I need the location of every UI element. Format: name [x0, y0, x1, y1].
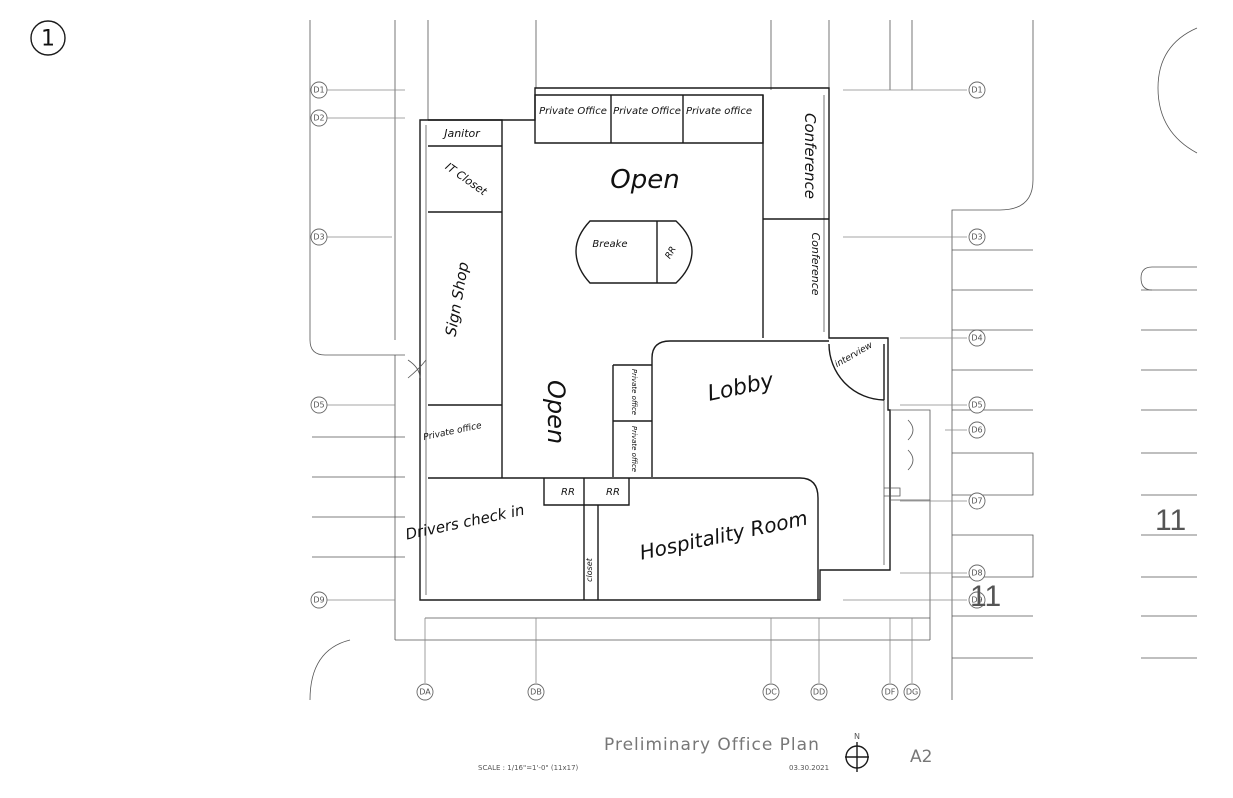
room-private-office-1: Private Office: [539, 106, 607, 117]
grid-bubble-d4-right: D4: [968, 329, 986, 347]
svg-text:DG: DG: [906, 688, 918, 697]
svg-text:DF: DF: [885, 688, 896, 697]
svg-text:DD: DD: [813, 688, 825, 697]
svg-text:D9: D9: [971, 596, 982, 605]
room-breakroom: Breake: [592, 239, 627, 250]
grid-bubble-db: DB: [527, 683, 545, 701]
grid-bubble-d6-right: D6: [968, 421, 986, 439]
room-conference-1: Conference: [801, 113, 819, 199]
grid-bubble-d9-right: D9: [968, 591, 986, 609]
room-conference-2: Conference: [809, 232, 822, 295]
parking-number-right: 11: [1155, 504, 1186, 537]
room-closet: closet: [585, 557, 594, 582]
svg-text:D8: D8: [971, 569, 982, 578]
svg-text:DB: DB: [530, 688, 542, 697]
svg-text:D3: D3: [313, 233, 324, 242]
svg-text:D1: D1: [971, 86, 982, 95]
grid-bubble-d5-right: D5: [968, 396, 986, 414]
grid-bubble-d8-right: D8: [968, 564, 986, 582]
svg-text:D9: D9: [313, 596, 324, 605]
svg-text:DC: DC: [765, 688, 777, 697]
svg-text:D7: D7: [971, 497, 982, 506]
grid-bubble-d1-right: D1: [968, 81, 986, 99]
sheet-number: A2: [910, 747, 932, 767]
room-drivers-check-in: Drivers check in: [404, 501, 526, 544]
room-interview: interview: [833, 340, 875, 370]
room-open-top: Open: [610, 165, 679, 195]
room-private-office-small-2: Private office: [630, 426, 638, 472]
scale-note: SCALE : 1/16"=1'-0" (11x17): [478, 764, 579, 772]
room-private-office-left: Private office: [422, 421, 483, 443]
title-block: Preliminary Office Plan SCALE : 1/16"=1'…: [478, 732, 932, 772]
room-it-closet: IT Closet: [443, 160, 490, 198]
grid-bubbles: D1 D2 D3 D5 D9 D1 D3 D4 D5 D6 D7 D8 D9 D…: [310, 81, 986, 701]
room-lobby: Lobby: [705, 368, 776, 407]
room-restroom-2: RR: [606, 487, 620, 498]
svg-text:N: N: [854, 732, 860, 741]
grid-bubble-dd: DD: [810, 683, 828, 701]
grid-bubble-d5-left: D5: [310, 396, 328, 414]
svg-text:D1: D1: [313, 86, 324, 95]
svg-text:D3: D3: [971, 233, 982, 242]
parking-number-bottom: 11: [970, 580, 1001, 613]
room-restroom-1: RR: [561, 487, 575, 498]
grid-bubble-d3-right: D3: [968, 228, 986, 246]
svg-text:D4: D4: [971, 334, 982, 343]
room-private-office-small-1: Private office: [630, 369, 638, 415]
grid-bubble-d1-left: D1: [310, 81, 328, 99]
grid-bubble-d7-right: D7: [968, 492, 986, 510]
north-arrow-icon: N: [845, 732, 869, 772]
room-hospitality: Hospitality Room: [637, 506, 809, 565]
grid-bubble-dg: DG: [903, 683, 921, 701]
drawing-number-marker: 1: [30, 20, 66, 56]
room-breakroom-rr: RR: [664, 245, 679, 261]
grid-bubble-da: DA: [416, 683, 434, 701]
grid-bubble-d3-left: D3: [310, 228, 328, 246]
building-walls: [407, 87, 931, 601]
svg-text:D5: D5: [313, 401, 324, 410]
grid-bubble-d2-left: D2: [310, 109, 328, 127]
room-private-office-2: Private Office: [613, 106, 681, 117]
room-private-office-3: Private office: [686, 106, 752, 117]
svg-text:D6: D6: [971, 426, 982, 435]
svg-text:D5: D5: [971, 401, 982, 410]
site-context: [309, 20, 1198, 701]
drawing-number: 1: [41, 27, 55, 52]
room-janitor: Janitor: [442, 127, 481, 140]
svg-text:DA: DA: [419, 688, 431, 697]
grid-bubble-df: DF: [881, 683, 899, 701]
plan-date: 03.30.2021: [789, 764, 829, 772]
grid-bubble-dc: DC: [762, 683, 780, 701]
svg-text:D2: D2: [313, 114, 324, 123]
room-open-left: Open: [542, 380, 570, 444]
grid-lines: [327, 89, 967, 683]
room-sign-shop: Sign Shop: [442, 261, 473, 338]
grid-bubble-d9-left: D9: [310, 591, 328, 609]
plan-title: Preliminary Office Plan: [604, 735, 820, 755]
room-labels: Private Office Private Office Private of…: [404, 106, 875, 582]
